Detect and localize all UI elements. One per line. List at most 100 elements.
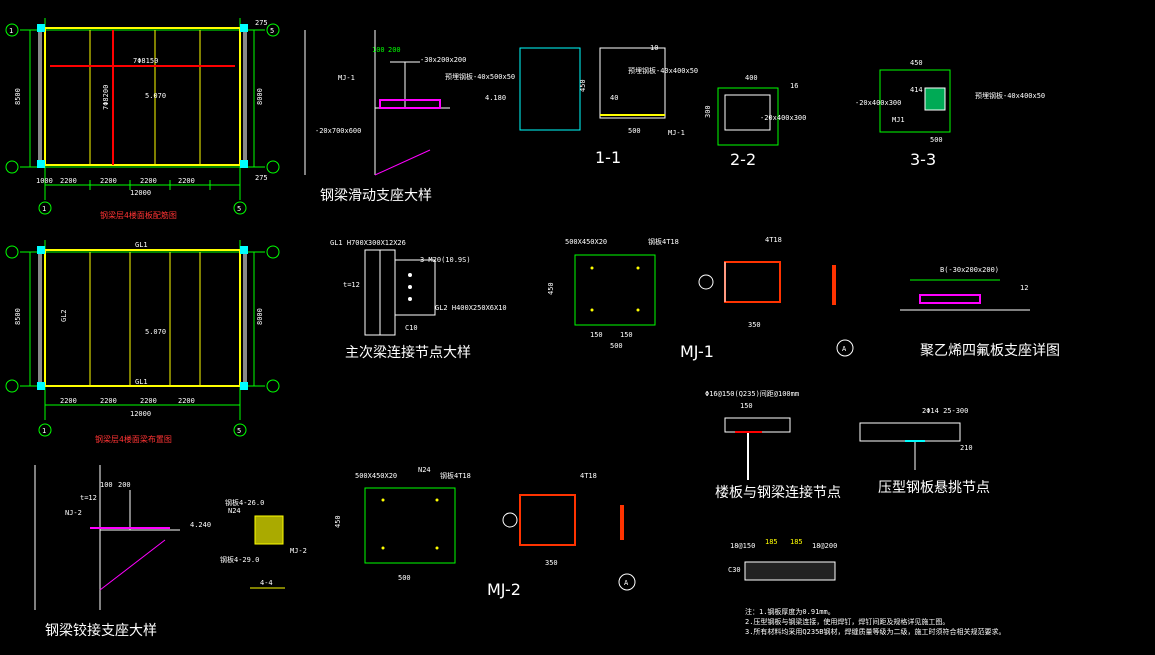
slide-dim-100: 100 [372,46,385,54]
joint-bolts: 3 M20(10.9S) [420,256,471,264]
plan2-dim-1: 2200 [60,397,77,405]
plan1-caption: 钢梁层4楼面板配筋图 [100,210,177,220]
joint-caption: 主次梁连接节点大样 [345,344,471,361]
s22-plate: -20x400x300 [760,114,806,122]
deck-label: 2Φ14 25-300 [922,407,968,415]
s11-dim-500: 500 [628,127,641,135]
slide-bottom-plate: -20x700x600 [315,127,361,135]
plan1-axis-left: 1 [9,27,13,35]
s11-dim-40: 40 [610,94,618,102]
mj2-label: 4T18 [580,472,597,480]
s33-dim-414: 414 [910,86,923,94]
mj2-detail: 350 4T18 MJ-2 A [487,472,636,599]
note-line-0: 注：1.钢板厚度为0.91mm。 [745,607,835,616]
deck-caption: 压型钢板悬挑节点 [878,480,990,496]
s22-dim-300: 300 [704,105,712,118]
slab-caption: 楼板与钢梁连接节点 [715,484,841,501]
plan1-axis-b5: 5 [237,205,241,213]
s33-embed: 预埋钢板-40x400x50 [975,91,1045,100]
mj2-dim: 350 [545,559,558,567]
plan2-dim-3: 2200 [140,397,157,405]
slab-dim-150: 150 [740,402,753,410]
plan2-dim-2: 2200 [100,397,117,405]
plate2-dim-450: 450 [334,515,342,528]
s44-label3: 钢板4-29.0 [220,555,259,564]
ptfe-label: B(-30x200x200) [940,266,999,274]
plate2-label: N24 [418,466,431,474]
floor-slab-rebar-plan: 7Φ8150 7Φ8200 5.070 2200 2200 2200 2200 … [5,18,280,220]
slab-label: Φ16@150(Q235)间距@100mm [705,390,799,398]
plan2-axis-b1: 1 [42,427,46,435]
plan1-total: 12000 [130,189,151,197]
s11-embed: 预埋钢板-40x400x50 [628,66,698,75]
s33-mj: MJ1 [892,116,905,124]
plan1-dim-2: 2200 [100,177,117,185]
s22-title: 2-2 [730,150,756,169]
embed-plate-2: 500X450X20 N24 钢板4T18 500 450 [334,466,471,582]
plan2-dim-4: 2200 [178,397,195,405]
section-1-1: 10 预埋钢板-40x400x50 450 40 500 MJ-1 1-1 [519,44,698,167]
plate2-dim-500: 500 [398,574,411,582]
general-notes: C30 18@150 185 185 18@200 注：1.钢板厚度为0.91m… [728,538,1006,636]
mj2-circle: A [624,579,629,587]
ptfe-note: 12 [1020,284,1028,292]
s11-title: 1-1 [595,148,621,167]
beam-joint-detail: GL1 H700X300X12X26 3 M20(10.9S) GL2 H400… [330,239,507,361]
note-line-1: 2.压型钢板与钢梁连接，使用焊钉，焊钉间距及规格详见施工图。 [745,617,949,626]
plan1-dim-4: 2200 [178,177,195,185]
s33-title: 3-3 [910,150,936,169]
hinge-elev: 4.240 [190,521,211,529]
slide-mj: MJ-1 [338,74,355,82]
deck-dim: 210 [960,444,973,452]
floor-beam-layout-plan: GL1 GL1 GL2 5.070 12000 2200 2200 2200 2… [5,240,280,444]
section-2-2: 400 16 300 -20x400x300 2-2 [704,74,806,169]
plan2-thickness: 5.070 [145,328,166,336]
plate2-title: 500X450X20 [355,472,397,480]
plan1-dim-1: 2200 [60,177,77,185]
s44-label2: N24 [228,507,241,515]
ptfe-support-detail: B(-30x200x200) 12 聚乙烯四氟板支座详图 [900,266,1060,359]
slide-embed: 预埋钢板-40x500x50 [445,72,515,81]
mj1-label: 4T18 [765,236,782,244]
joint-gl1: GL1 H700X300X12X26 [330,239,406,247]
s44-mj: MJ-2 [290,547,307,555]
hinged-support-detail: 100 200 t=12 NJ-2 4.240 钢梁铰接支座大样 [34,465,211,639]
section-4-4: 钢板4-26.0 N24 钢板4-29.0 MJ-2 4-4 [220,498,307,589]
mj1-detail: 4T18 350 MJ-1 A [680,236,854,361]
plan1-side-left: 8500 [14,88,22,105]
plate1-title: 500X450X20 [565,238,607,246]
note-rebar-2: 185 [790,538,803,546]
plan1-dim-3: 2200 [140,177,157,185]
plan2-side-right: 8000 [256,308,264,325]
deck-cantilever-node: 2Φ14 25-300 210 压型钢板悬挑节点 [859,407,990,496]
mj2-title: MJ-2 [487,580,521,599]
joint-gl2: GL2 H400X250X6X10 [435,304,507,312]
plan1-bar-h: 7Φ8150 [133,57,158,65]
mj1-title: MJ-1 [680,342,714,361]
note-line-2: 3.所有材料均采用Q235B钢材，焊缝质量等级为二级，施工时须符合相关规范要求。 [745,627,1006,636]
hinge-dim-100: 100 [100,481,113,489]
plan2-beam-bottom: GL1 [135,378,148,386]
plan1-side-r-b: 275 [255,174,268,182]
slide-caption: 钢梁滑动支座大样 [320,187,432,204]
s33-plate: -20x400x300 [855,99,901,107]
plan1-axis-right: 5 [270,27,274,35]
slide-plate: -30x200x200 [420,56,466,64]
note-rebar-3: 18@200 [812,542,837,550]
ptfe-caption: 聚乙烯四氟板支座详图 [920,343,1060,359]
s22-dim-400: 400 [745,74,758,82]
plan2-axis-b5: 5 [237,427,241,435]
mj1-dim: 350 [748,321,761,329]
plan1-bar-v: 7Φ8200 [102,85,110,110]
plate1-label: 钢板4T18 [648,237,679,246]
s44-label1: 钢板4-26.0 [225,498,264,507]
plan1-dim-0: 1000 [36,177,53,185]
plate2-label2: 钢板4T18 [440,471,471,480]
plan1-side-r-a: 275 [255,19,268,27]
plan2-beam-top: GL1 [135,241,148,249]
note-slab: C30 [728,566,741,574]
plan2-total: 12000 [130,410,151,418]
embed-plate-1: 500X450X20 钢板4T18 150 150 500 450 [547,237,679,350]
plan1-axis-b1: 1 [42,205,46,213]
